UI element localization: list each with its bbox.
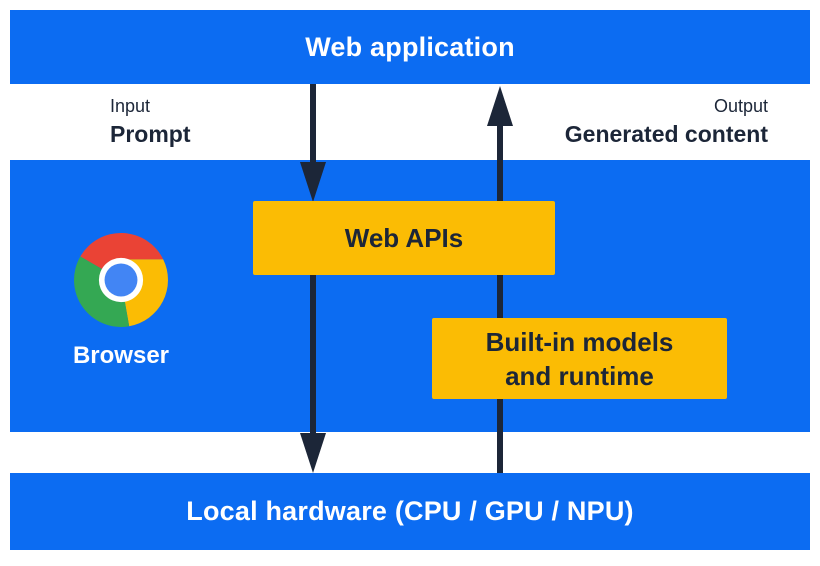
input-value-prompt: Prompt <box>110 121 191 147</box>
builtin-models-label-line2: and runtime <box>505 360 654 391</box>
browser-label: Browser <box>72 342 170 369</box>
output-value-generated-content: Generated content <box>564 121 768 147</box>
input-arrow-line-lower <box>310 275 316 433</box>
local-hardware-label: Local hardware (CPU / GPU / NPU) <box>186 496 634 526</box>
local-hardware-band: Local hardware (CPU / GPU / NPU) <box>10 473 810 550</box>
input-arrow-line-upper <box>310 84 316 162</box>
chrome-icon-green-segment <box>74 256 130 327</box>
web-apis-label: Web APIs <box>344 222 464 253</box>
builtin-models-label-line1: Built-in models <box>485 326 674 357</box>
input-caption: Input <box>110 96 151 116</box>
output-caption: Output <box>713 96 768 116</box>
output-arrowhead-into-web-application <box>487 86 513 126</box>
builtin-models-box: Built-in models and runtime <box>432 318 727 399</box>
web-apis-box: Web APIs <box>253 201 555 275</box>
output-arrow-line <box>497 126 503 473</box>
input-label-group: Input Prompt <box>110 95 191 148</box>
chrome-icon <box>74 233 168 327</box>
input-arrowhead-into-hardware <box>300 433 326 473</box>
output-label-group: Output Generated content <box>565 95 768 148</box>
input-arrowhead-into-web-apis <box>300 162 326 202</box>
web-application-band: Web application <box>10 10 810 84</box>
web-application-label: Web application <box>305 31 515 62</box>
chrome-icon-red-segment <box>80 233 164 280</box>
chrome-icon-blue-center <box>104 263 138 297</box>
